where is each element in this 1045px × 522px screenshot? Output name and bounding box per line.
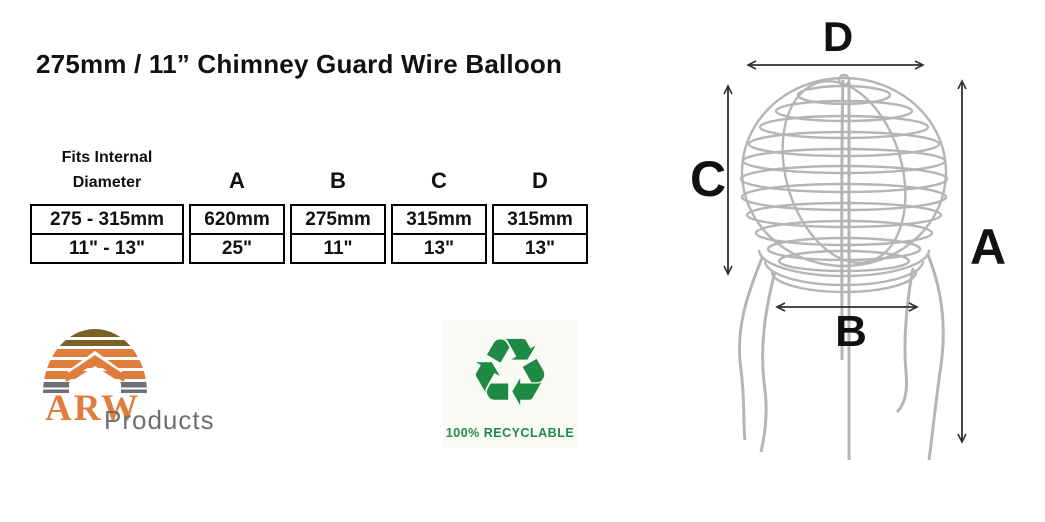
- arw-logo-icon: [43, 329, 147, 393]
- arw-brand-suffix: Products: [104, 405, 215, 435]
- value-b-mm: 275mm: [290, 204, 386, 235]
- dimension-label-a: A: [969, 219, 1007, 275]
- recycle-icon: ♻: [467, 319, 553, 428]
- table-row-imperial: 11" - 13" 25" 11" 13" 13": [30, 233, 588, 264]
- arw-brand-name: ARW: [45, 388, 141, 429]
- fits-header-line1: Fits Internal: [61, 149, 153, 167]
- column-header-b: B: [330, 168, 346, 193]
- wire-balloon-illustration: [723, 60, 967, 461]
- fits-range-mm: 275 - 315mm: [30, 204, 184, 235]
- page-title: 275mm / 11” Chimney Guard Wire Balloon: [36, 49, 563, 79]
- value-b-inch: 11": [290, 233, 386, 264]
- spec-table-header-row: Fits Internal Diameter A B C D: [30, 146, 588, 202]
- dimension-label-d: D: [822, 13, 854, 60]
- value-c-inch: 13": [391, 233, 487, 264]
- fits-header-line2: Diameter: [72, 174, 142, 192]
- recyclable-badge: ♻ 100% RECYCLABLE: [443, 320, 577, 448]
- value-c-mm: 315mm: [391, 204, 487, 235]
- value-d-mm: 315mm: [492, 204, 588, 235]
- column-header-d: D: [532, 168, 548, 193]
- fits-internal-diameter-header: Fits Internal Diameter: [30, 146, 184, 202]
- recyclable-label: 100% RECYCLABLE: [445, 425, 575, 440]
- value-a-inch: 25": [189, 233, 285, 264]
- wire-cage: [737, 73, 949, 461]
- spec-table: Fits Internal Diameter A B C D 275 - 315…: [30, 146, 588, 264]
- value-a-mm: 620mm: [189, 204, 285, 235]
- fits-range-inch: 11" - 13": [30, 233, 184, 264]
- dimension-label-c: C: [689, 151, 727, 207]
- table-row-metric: 275 - 315mm 620mm 275mm 315mm 315mm: [30, 204, 588, 235]
- dimension-label-b: B: [835, 307, 867, 356]
- column-header-c: C: [431, 168, 447, 193]
- column-header-a: A: [229, 168, 245, 193]
- value-d-inch: 13": [492, 233, 588, 264]
